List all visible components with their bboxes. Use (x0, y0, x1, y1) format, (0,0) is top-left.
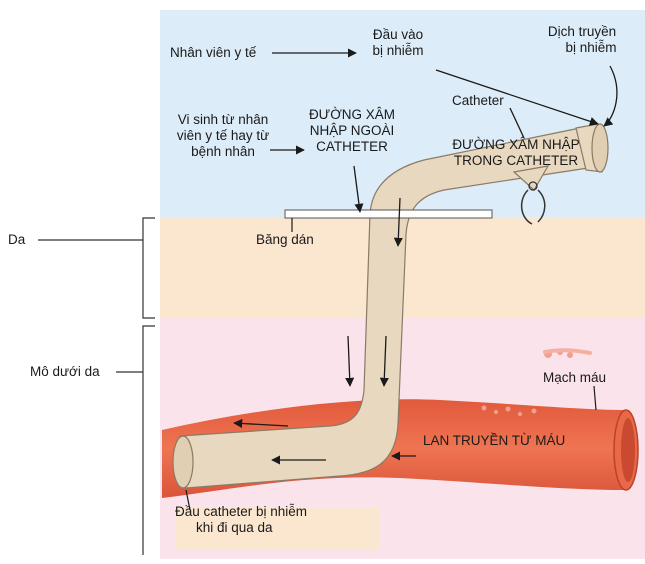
tape-label: Băng dán (256, 232, 314, 248)
tip-label: Đầu catheter bị nhiễm khi đi qua da (156, 504, 326, 536)
infusion-label-line2: bị nhiễm (534, 40, 630, 56)
intraluminal-label-line1: ĐƯỜNG XÂM NHẬP (428, 137, 604, 153)
skin-bracket (143, 218, 155, 318)
extraluminal-label: ĐƯỜNG XÂM NHẬP NGOÀI CATHETER (302, 107, 402, 155)
subcutaneous-label: Mô dưới da (30, 364, 100, 380)
infusion-label-line1: Dịch truyền (534, 24, 630, 40)
extraluminal-label-line3: CATHETER (302, 139, 402, 155)
subcutaneous-bracket (143, 326, 155, 555)
tip-label-line1: Đầu catheter bị nhiễm (156, 504, 326, 520)
microbe-label-line1: Vi sinh từ nhân (163, 112, 283, 128)
hematogenous-label: LAN TRUYỀN TỪ MÁU (423, 433, 565, 449)
microbe-label-line2: viên y tế hay từ (163, 128, 283, 144)
tip-label-line2: khi đi qua da (156, 520, 326, 536)
adhesive-tape (285, 210, 492, 218)
staff-label: Nhân viên y tế (170, 45, 256, 61)
catheter-tip (173, 436, 193, 488)
entry-label-line1: Đầu vào (363, 27, 433, 43)
infusion-label: Dịch truyền bị nhiễm (534, 24, 630, 56)
skin-label: Da (8, 232, 25, 248)
microbe-label: Vi sinh từ nhân viên y tế hay từ bệnh nh… (163, 112, 283, 160)
catheter-label: Catheter (452, 93, 504, 109)
entry-label: Đầu vào bị nhiễm (363, 27, 433, 59)
extraluminal-label-line1: ĐƯỜNG XÂM (302, 107, 402, 123)
extraluminal-label-line2: NHẬP NGOÀI (302, 123, 402, 139)
blood-vessel-lumen (621, 418, 635, 482)
blood-vessel-label: Mạch máu (543, 370, 606, 386)
microbe-label-line3: bệnh nhân (163, 144, 283, 160)
entry-label-line2: bị nhiễm (363, 43, 433, 59)
intraluminal-label: ĐƯỜNG XÂM NHẬP TRONG CATHETER (428, 137, 604, 169)
intraluminal-label-line2: TRONG CATHETER (428, 153, 604, 169)
